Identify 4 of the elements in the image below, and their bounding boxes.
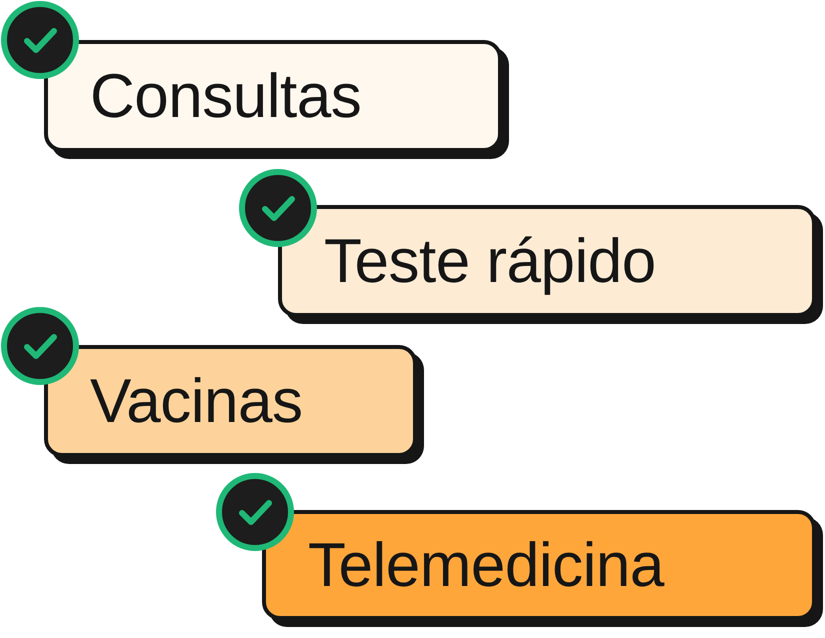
item-label: Vacinas bbox=[90, 366, 302, 436]
item-label: Consultas bbox=[90, 60, 362, 132]
item-label: Teste rápido bbox=[324, 226, 656, 296]
item-label: Telemedicina bbox=[308, 530, 664, 600]
